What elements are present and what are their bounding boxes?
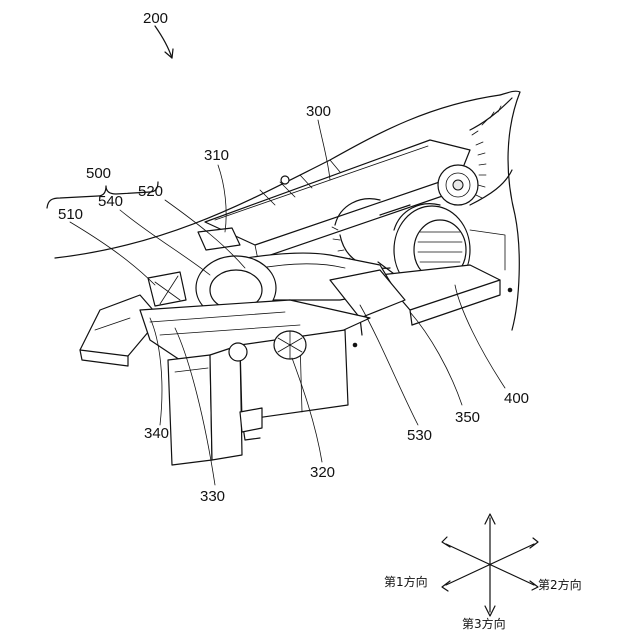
label-510: 510 (58, 206, 83, 223)
label-330: 330 (200, 488, 225, 505)
label-350: 350 (455, 409, 480, 426)
label-300: 300 (306, 103, 331, 120)
label-320: 320 (310, 464, 335, 481)
first-direction-label: 第1方向 (384, 574, 428, 589)
direction-indicator: 第1方向 第2方向 第3方向 (384, 514, 582, 631)
label-540: 540 (98, 193, 123, 210)
assembly-drawing (55, 91, 520, 465)
second-direction-label: 第2方向 (538, 577, 582, 592)
label-400: 400 (504, 390, 529, 407)
third-direction-label: 第3方向 (462, 616, 506, 631)
label-520: 520 (138, 183, 163, 200)
label-500: 500 (86, 165, 111, 182)
label-310: 310 (204, 147, 229, 164)
label-340: 340 (144, 425, 169, 442)
label-530: 530 (407, 427, 432, 444)
label-200: 200 (143, 10, 168, 27)
